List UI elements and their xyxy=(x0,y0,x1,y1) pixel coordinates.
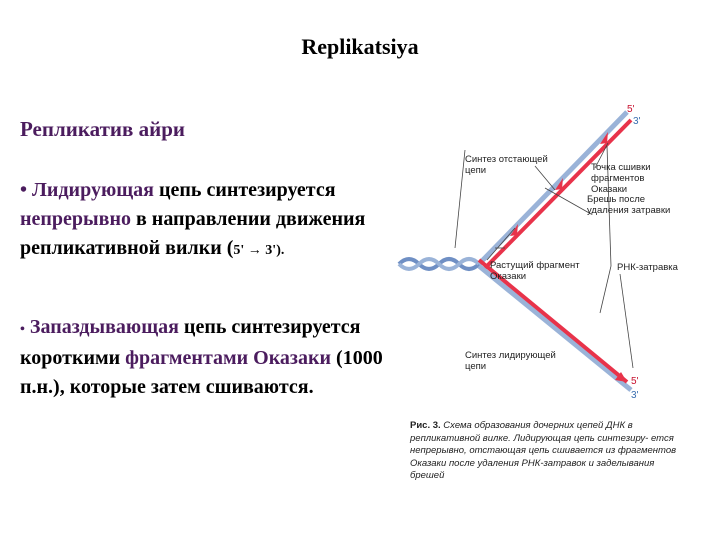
growing-fragment-label: Растущий фрагмент Оказаки xyxy=(490,260,580,282)
leading-synthesis-label: Синтез лидирующей цепи xyxy=(465,350,556,372)
gap-label: Брешь после удаления затравки xyxy=(587,194,670,216)
bullet: • xyxy=(20,179,27,201)
direction-term: 5' → 3' xyxy=(233,243,276,258)
bullet: • xyxy=(20,322,25,337)
rna-primer-label: РНК-затравка xyxy=(617,262,678,273)
lagging-strand-paragraph: • Запаздывающая цепь синтезируется корот… xyxy=(20,313,390,402)
leading-term: Лидирующая xyxy=(32,179,154,201)
lagging-synthesis-label: Синтез отстающей цепи xyxy=(465,154,548,176)
top-5-prime-label: 5' xyxy=(627,104,634,115)
top-3-prime-label: 3' xyxy=(633,116,640,127)
caption-text: Схема образования дочерних цепей ДНК в р… xyxy=(410,420,676,481)
parental-duplex xyxy=(399,259,479,269)
ligation-point-label: Точка сшивки фрагментов Оказаки xyxy=(591,162,651,195)
continuous-term: непрерывно xyxy=(20,208,131,230)
replication-fork-diagram: Синтез отстающей цепи Точка сшивки фрагм… xyxy=(395,98,695,410)
leading-strand-paragraph: • Лидирующая цепь синтезируется непрерыв… xyxy=(20,176,390,265)
caption-label: Рис. 3. xyxy=(410,420,441,431)
slide-subtitle: Репликатив айри xyxy=(20,117,185,142)
bottom-5-prime-label: 5' xyxy=(631,376,638,387)
slide-title: Replikatsiya xyxy=(0,34,720,60)
bottom-3-prime-label: 3' xyxy=(631,390,638,401)
figure-caption: Рис. 3. Схема образования дочерних цепей… xyxy=(410,420,680,483)
lagging-term: Запаздывающая xyxy=(30,316,179,338)
okazaki-term: фрагментами Оказаки xyxy=(125,347,331,369)
text-segment: ). xyxy=(276,243,284,258)
text-segment: цепь синтезируется xyxy=(154,179,336,201)
